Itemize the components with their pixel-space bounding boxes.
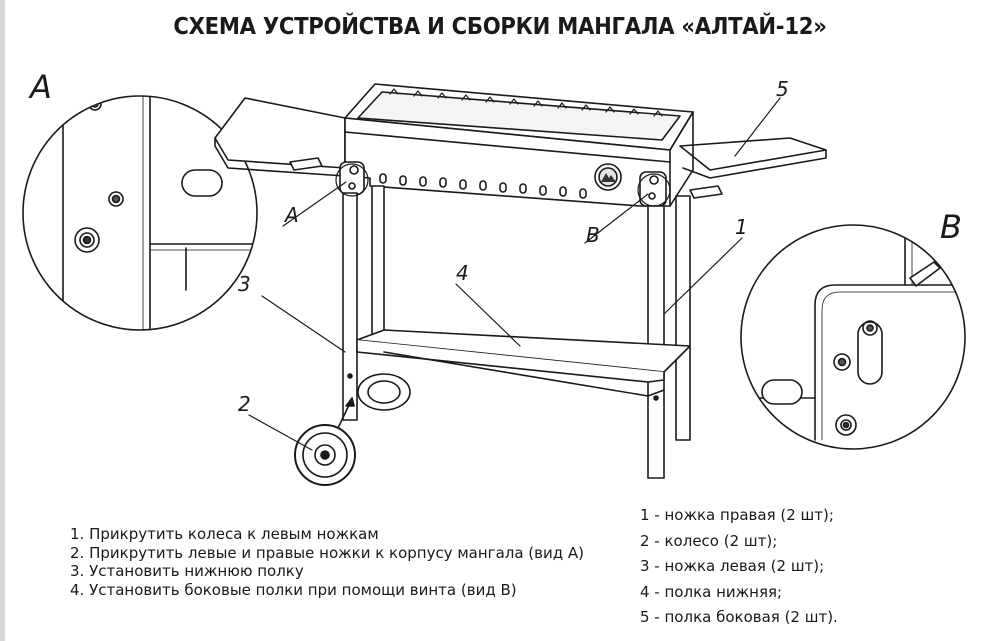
callout-5: 5 — [776, 77, 789, 101]
callout-3: 3 — [238, 272, 251, 296]
parts-list-item: 2 - колесо (2 шт); — [640, 531, 778, 550]
assembly-step: 1. Прикрутить колеса к левым ножкам — [70, 525, 379, 543]
detail-view-b — [740, 224, 966, 450]
callout-small-a: A — [283, 203, 299, 227]
parts-list-item: 4 - полка нижняя; — [640, 582, 783, 601]
detail-a-label: A — [28, 68, 52, 106]
parts-list-item: 5 - полка боковая (2 шт). — [640, 608, 838, 626]
callout-4: 4 — [456, 261, 469, 285]
assembly-step: 3. Установить нижнюю полку — [70, 562, 304, 580]
parts-list-item: 1 - ножка правая (2 шт); — [640, 506, 834, 524]
assembly-step: 4. Установить боковые полки при помощи в… — [70, 580, 517, 599]
grill-wheels — [294, 373, 411, 486]
left-edge-bar — [0, 0, 5, 641]
page-title: СХЕМА УСТРОЙСТВА И СБОРКИ МАНГАЛА «АЛТАЙ… — [173, 14, 827, 40]
grill-body — [214, 83, 827, 207]
callout-2: 2 — [238, 392, 251, 416]
detail-b-label: B — [940, 208, 962, 246]
detail-view-a — [22, 95, 258, 331]
callout-leaders — [248, 97, 781, 451]
parts-list: 1 - ножка правая (2 шт); 2 - колесо (2 ш… — [640, 503, 838, 631]
callout-1: 1 — [735, 215, 748, 239]
grill-legs — [342, 185, 691, 479]
assembly-steps: 1. Прикрутить колеса к левым ножкам 2. П… — [70, 525, 584, 599]
assembly-step: 2. Прикрутить левые и правые ножки к кор… — [70, 543, 584, 562]
callout-small-b: B — [586, 223, 600, 247]
parts-list-item: 3 - ножка левая (2 шт); — [640, 557, 825, 575]
